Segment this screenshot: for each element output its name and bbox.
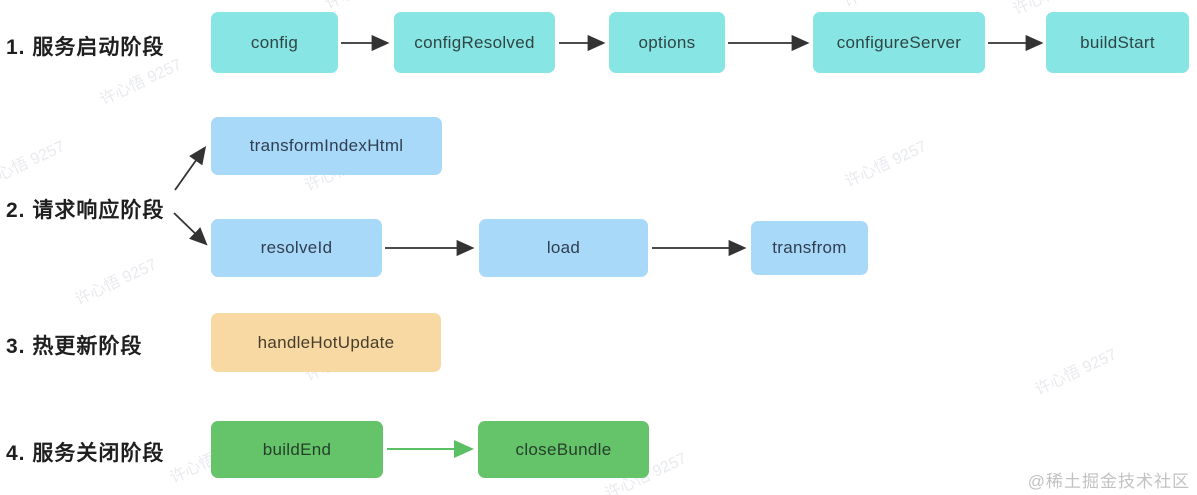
node-options: options [609,12,725,73]
arrow-stage2-to-transformindexhtml [174,146,207,191]
node-transfrom: transfrom [751,221,868,275]
node-buildend: buildEnd [211,421,383,478]
stage-label-shutdown: 4. 服务关闭阶段 [6,442,165,465]
stage-label-startup: 1. 服务启动阶段 [6,36,165,59]
node-configresolved: configResolved [394,12,555,73]
node-load: load [479,219,648,277]
node-handlehotupdate: handleHotUpdate [211,313,441,372]
brand-watermark: @稀土掘金技术社区 [1027,472,1190,491]
node-closebundle: closeBundle [478,421,649,478]
node-transformindexhtml: transformIndexHtml [211,117,442,175]
node-resolveid: resolveId [211,219,382,277]
stage-label-hotupdate: 3. 热更新阶段 [6,335,143,358]
node-buildstart: buildStart [1046,12,1189,73]
node-config: config [211,12,338,73]
arrow-stage2-to-resolveid [173,212,208,246]
node-configureserver: configureServer [813,12,985,73]
stage-label-request: 2. 请求响应阶段 [6,199,165,222]
